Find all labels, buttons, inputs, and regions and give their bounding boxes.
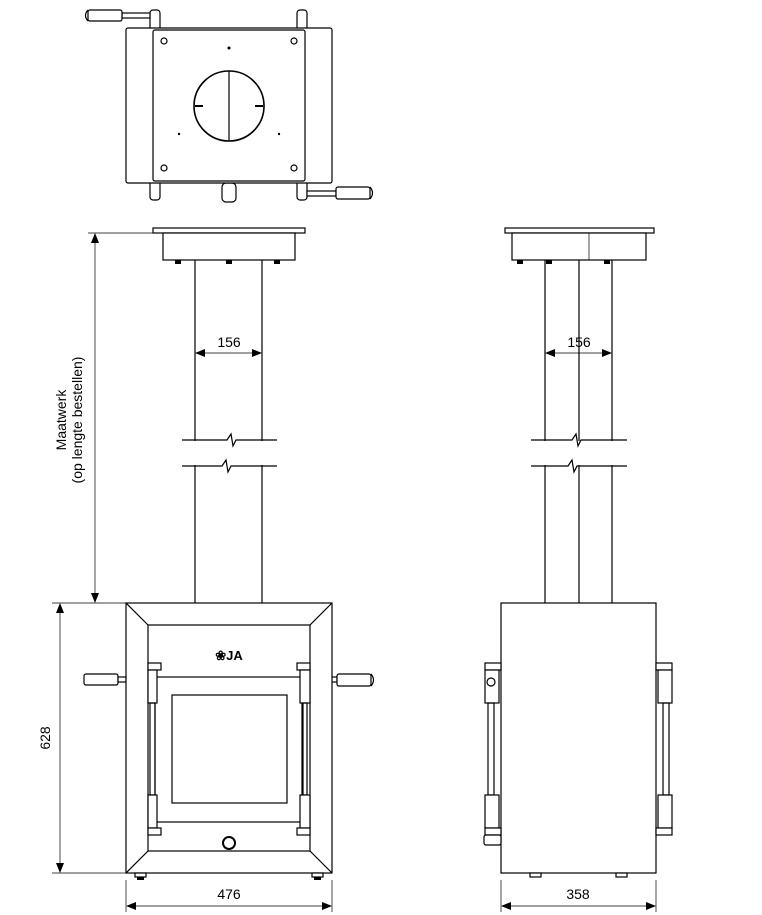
body-height-label: 628 [37,726,53,750]
knob [221,182,237,203]
height-label-line2: (op lengte bestellen) [69,357,85,484]
handle-top-right [306,186,374,200]
front-view: 156 Maatwerk (op lengte bestellen) 628 ❀… [37,227,375,912]
top-view [84,9,374,203]
height-label-line1: Maatwerk [53,389,69,451]
side-pipe-width-label: 156 [567,334,591,350]
side-view: 156 358 [483,227,673,912]
body-width-label: 476 [217,886,241,902]
body-depth-label: 358 [566,886,590,902]
handle-top-left [84,9,151,22]
front-pipe-width-label: 156 [217,334,241,350]
brand-logo: ❀JA [215,648,243,663]
